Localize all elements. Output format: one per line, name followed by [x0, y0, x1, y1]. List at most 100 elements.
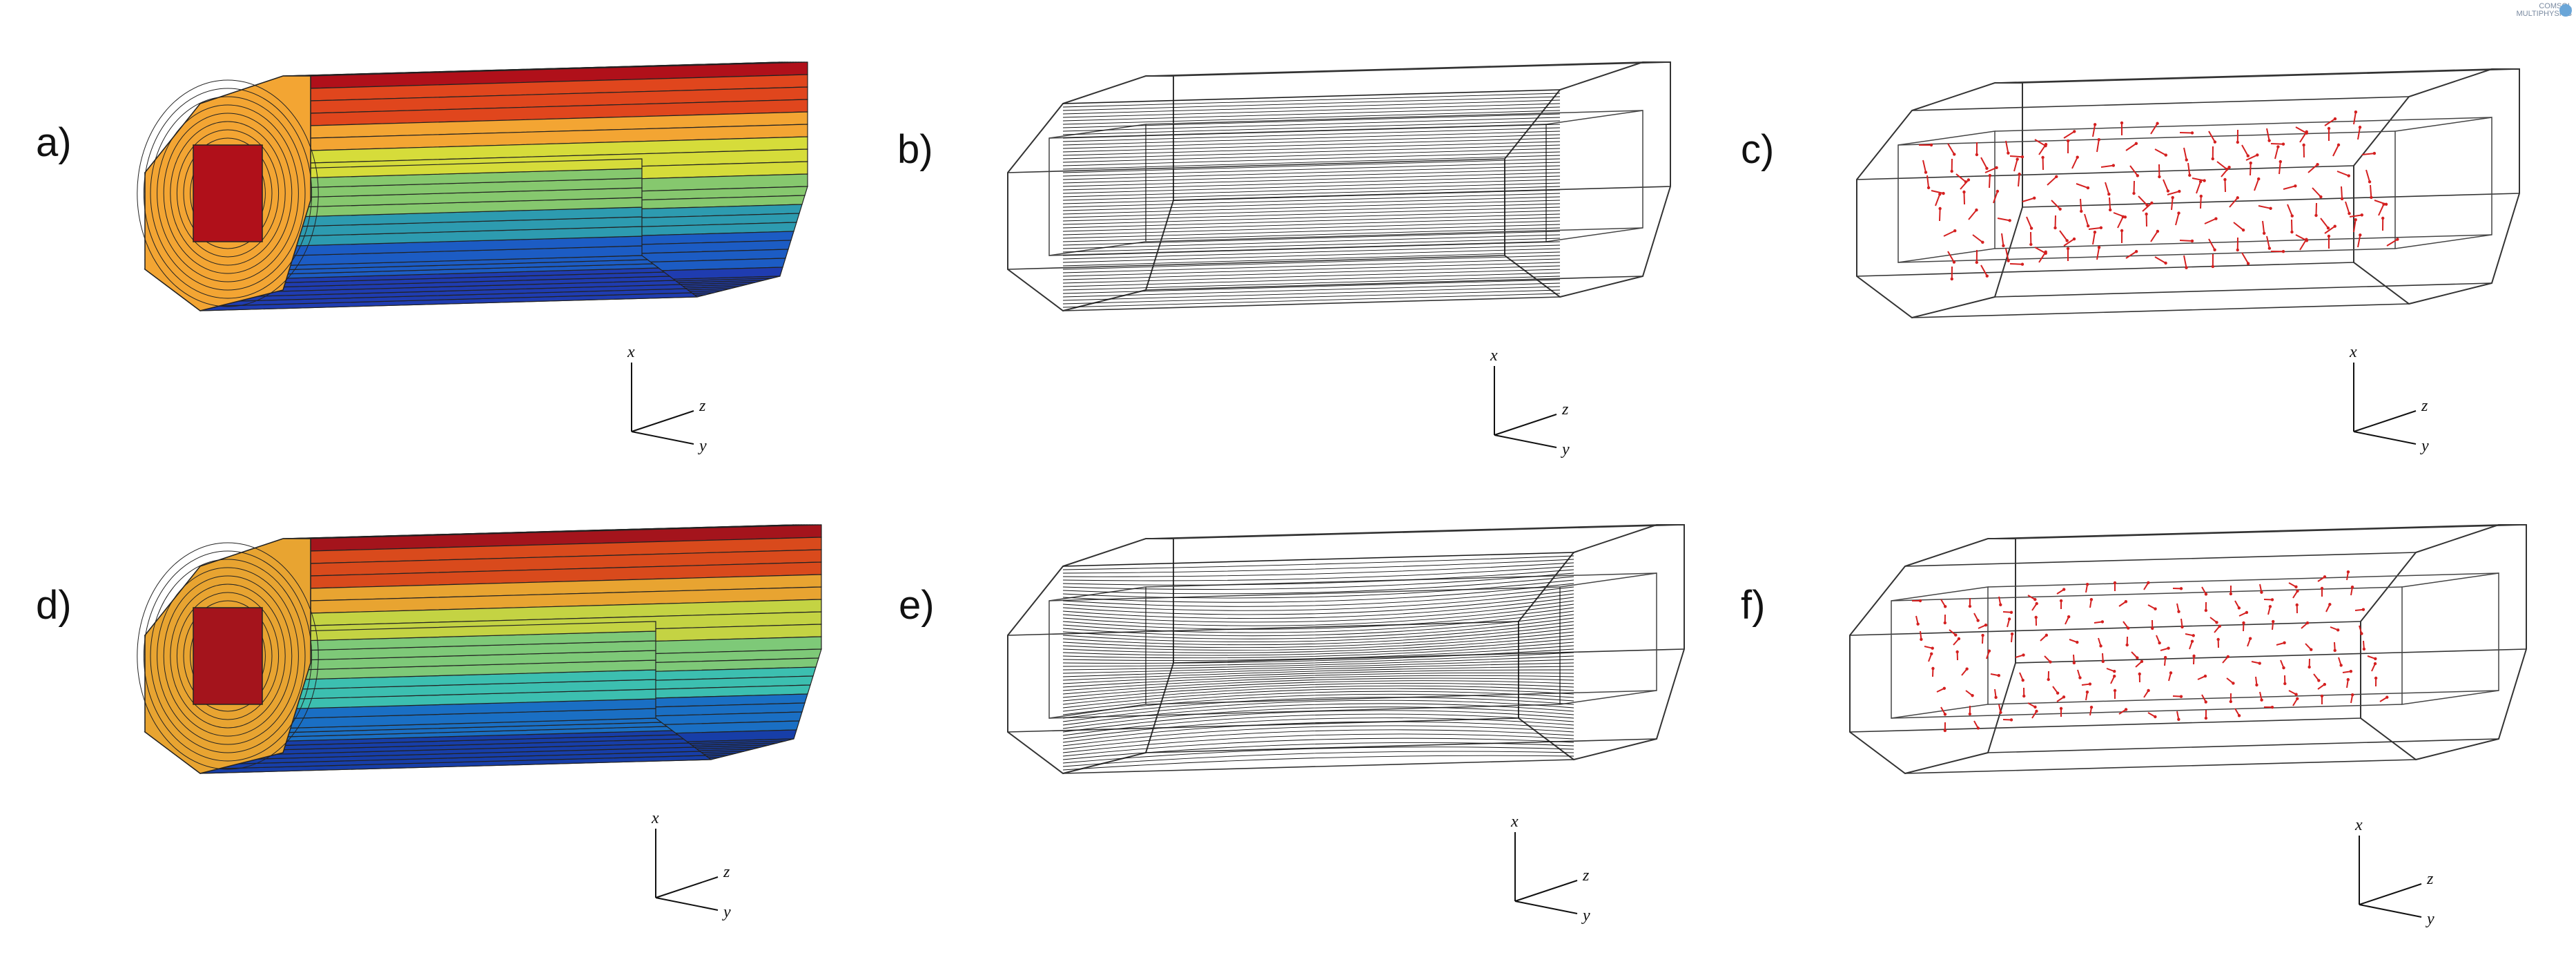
arrow-head [2192, 634, 2195, 637]
arrow-head [2214, 217, 2218, 220]
edge [1145, 738, 1657, 753]
field-line [1062, 733, 1574, 753]
edge [1987, 738, 2499, 753]
contour-line [143, 550, 313, 762]
inner-edge [1145, 227, 1643, 242]
edge [1911, 96, 2410, 111]
field-arrow [2150, 231, 2158, 242]
arrow-head [2113, 581, 2117, 585]
field-line [1062, 655, 1574, 671]
arrow-head [2374, 657, 2377, 661]
field-line [1062, 682, 1574, 702]
arrow-head [2229, 592, 2233, 596]
inner-box-far [1559, 572, 1657, 705]
arrow-head [2171, 195, 2174, 200]
edge [1173, 61, 1671, 77]
arrow-head [2372, 151, 2377, 155]
arrow-head [2269, 206, 2272, 211]
arrow-head [2022, 653, 2025, 657]
field-arrow [2125, 143, 2137, 151]
field-line [1062, 148, 1561, 163]
arrow-head [2204, 608, 2208, 613]
arrow-head [2317, 679, 2321, 682]
inner-edge [1048, 124, 1547, 139]
arrow-head [2360, 213, 2364, 217]
field-arrow [2026, 216, 2033, 229]
arrow-head [1955, 650, 1959, 654]
field-line [1062, 631, 1574, 651]
field-arrow [2047, 176, 2057, 186]
arrow-head [2150, 201, 2154, 205]
field-arrow [2175, 213, 2180, 226]
arrow-head [2167, 646, 2170, 650]
field-arrow [1968, 209, 1978, 220]
arrow-head [2164, 261, 2167, 265]
field-line [1062, 127, 1561, 142]
arrow-head [1996, 189, 2000, 193]
arrow-head [2093, 123, 2097, 126]
arrow-head [2316, 162, 2319, 166]
logo-line2: MULTIPHYSICS [2516, 10, 2572, 18]
field-arrow [2009, 155, 2023, 158]
edge [1994, 282, 2492, 298]
field-arrow [2005, 140, 2009, 153]
field-arrow [2299, 239, 2307, 251]
axis-triad: xzy [1490, 347, 1570, 459]
arrow-head [2099, 644, 2102, 648]
edge [1173, 186, 1671, 201]
panel-f: xzy [1849, 524, 2527, 928]
field-line [1062, 289, 1561, 305]
arrow-head [2374, 676, 2378, 680]
arrow-head [1995, 166, 1998, 170]
arrow-head [2327, 126, 2331, 131]
arrow-head [2323, 682, 2327, 686]
arrow-head [2087, 224, 2090, 228]
y-axis-label: y [1561, 441, 1570, 459]
near-face [1007, 538, 1174, 775]
field-line [1062, 738, 1574, 757]
axis-triad: xzy [2349, 343, 2429, 455]
field-line [1062, 227, 1561, 242]
field-arrow [2345, 201, 2350, 214]
z-axis-label: z [1582, 867, 1590, 885]
axis-triad: xzy [1510, 813, 1590, 925]
arrow-head [2147, 581, 2150, 585]
globe-icon [2559, 4, 2572, 17]
field-line [1062, 241, 1561, 256]
arrow-head [2088, 682, 2092, 686]
edge [1904, 552, 2417, 567]
arrow-head [1981, 240, 1984, 244]
panel-label-e: e) [899, 583, 935, 628]
arrow-head [2147, 688, 2150, 693]
field-arrow [2245, 154, 2258, 161]
panel-label-a: a) [36, 120, 72, 165]
arrow-head [2236, 140, 2240, 144]
arrow-head [2179, 695, 2183, 698]
inner-edge [1145, 110, 1643, 125]
field-line [1062, 244, 1561, 260]
field-line [1062, 231, 1561, 246]
field-line [1062, 638, 1574, 656]
arrow-head [1929, 143, 1933, 147]
arrow-head [2009, 610, 2013, 614]
arrow-head [2018, 172, 2021, 176]
field-arrow [2221, 166, 2230, 177]
arrow-head [2062, 695, 2066, 699]
arrow-head [2310, 648, 2313, 651]
arrow-head [2270, 598, 2274, 601]
field-line [1062, 691, 1574, 712]
arrow-head [2097, 138, 2101, 142]
field-line [1062, 576, 1574, 595]
x-axis-label: x [651, 809, 659, 827]
field-line [1062, 255, 1561, 270]
y-axis-arrow [2353, 431, 2417, 445]
inner-edge [1994, 234, 2492, 249]
field-arrow [2241, 252, 2249, 264]
arrow-head [2136, 656, 2139, 659]
arrow-head [2120, 121, 2124, 125]
contour-line [176, 129, 280, 258]
field-arrow [2307, 164, 2319, 173]
arrow-head [2255, 683, 2258, 687]
field-line [1062, 193, 1561, 208]
inner-edge [1897, 248, 2396, 263]
